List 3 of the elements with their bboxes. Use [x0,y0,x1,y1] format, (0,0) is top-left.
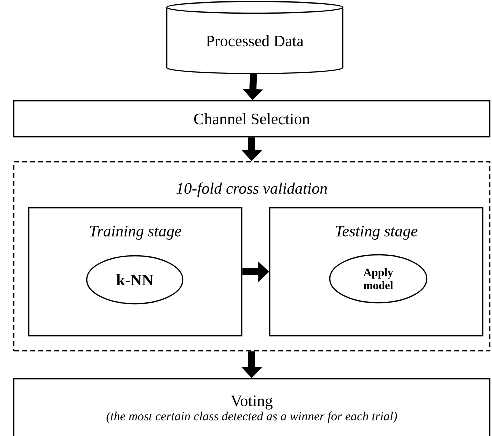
process-box: Voting (the most certain class detected as a winner for each trial) [13,378,491,436]
process-box: Channel Selection [13,100,491,138]
database-cylinder: Processed Data [166,1,344,74]
